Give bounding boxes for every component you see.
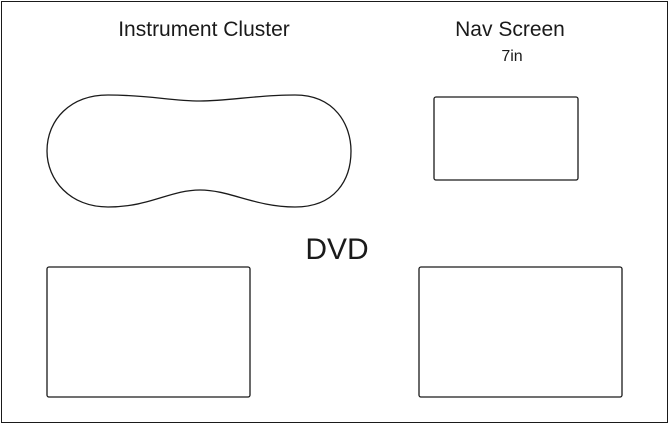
nav-screen-size-label: 7in: [501, 48, 523, 65]
instrument-cluster-label: Instrument Cluster: [118, 18, 290, 41]
dvd-screen-left: [46, 266, 251, 398]
dvd-label: DVD: [305, 233, 369, 266]
nav-screen-shape: [433, 96, 579, 181]
nav-screen-label: Nav Screen: [455, 18, 565, 41]
instrument-cluster-shape: [46, 94, 352, 208]
dvd-screen-right: [418, 266, 623, 398]
